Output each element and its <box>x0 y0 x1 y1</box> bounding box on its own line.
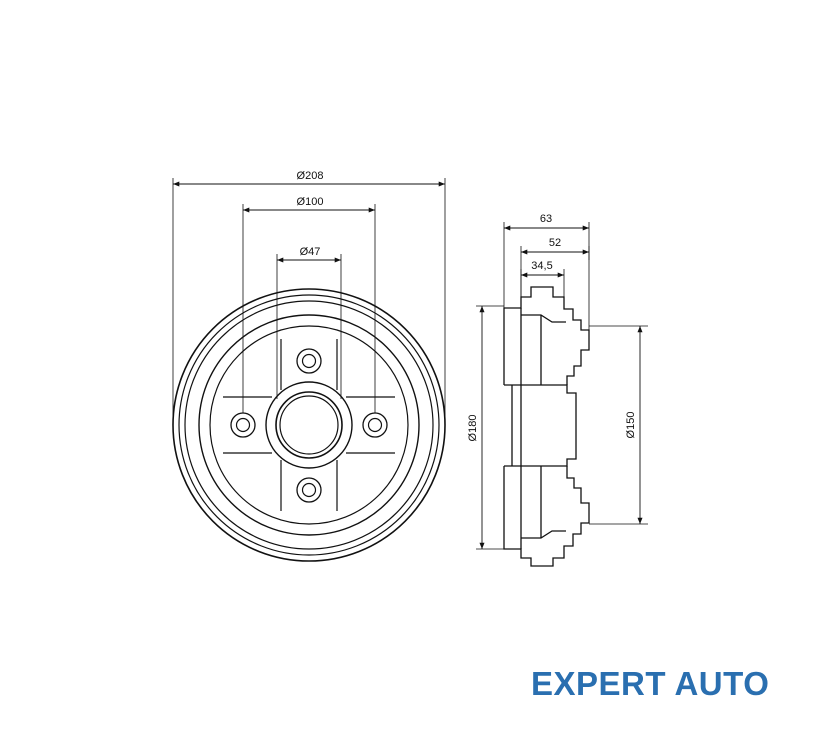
side-inner-profile-bottom <box>521 466 566 539</box>
drum-circle <box>198 314 420 536</box>
rim-circle-2 <box>178 294 440 556</box>
outer-rim-circle <box>172 288 446 562</box>
bolt-hole-right <box>362 412 388 438</box>
side-dimension-lines <box>479 225 643 549</box>
side-profile-bottom <box>503 466 590 567</box>
rim-circle-3 <box>184 300 434 550</box>
front-view <box>172 178 446 562</box>
label-drum-width: 52 <box>549 237 561 249</box>
side-view <box>503 286 590 567</box>
center-bore-inner <box>279 395 339 455</box>
hub-flange-circle <box>265 381 353 469</box>
bolt-hole-top <box>296 348 322 374</box>
brand-logo: EXPERT AUTO <box>531 665 770 702</box>
center-bore-outer <box>275 391 343 459</box>
label-hub-width: 34,5 <box>531 260 552 272</box>
front-extension-lines <box>172 178 446 425</box>
label-outer-diameter: Ø208 <box>297 170 324 182</box>
label-drum-diameter: Ø180 <box>467 415 479 442</box>
bolt-hole-left <box>230 412 256 438</box>
side-inner-wall <box>511 308 522 549</box>
label-center-bore: Ø47 <box>300 246 321 258</box>
side-hub <box>504 384 577 467</box>
side-profile-top <box>503 286 590 385</box>
front-dimension-lines <box>173 181 445 263</box>
hub-cross <box>223 339 395 511</box>
label-hub-diameter: Ø150 <box>625 412 637 439</box>
label-bolt-circle: Ø100 <box>297 196 324 208</box>
inner-drum-circle <box>209 325 409 525</box>
side-inner-profile-top <box>521 314 566 385</box>
label-total-width: 63 <box>540 213 552 225</box>
bolt-hole-bottom <box>296 477 322 503</box>
